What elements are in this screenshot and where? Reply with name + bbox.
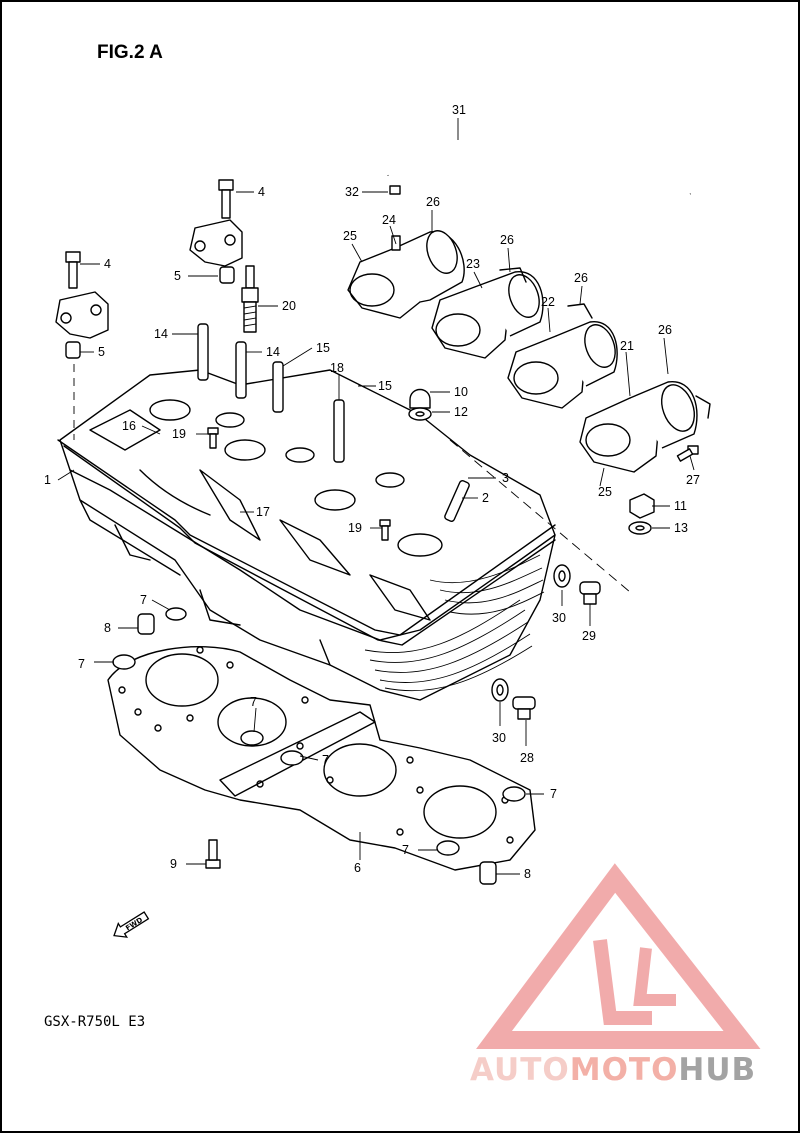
small-bolts-19 (207, 427, 391, 541)
callout-29: 29 (582, 629, 596, 643)
callout-9: 9 (170, 857, 177, 871)
model-code: GSX-R750L E3 (44, 1014, 145, 1030)
o-rings-7 (112, 607, 526, 856)
callout-31: 31 (452, 103, 466, 117)
callout-26: 26 (426, 195, 440, 209)
callout-5: 5 (174, 269, 181, 283)
dowels-8 (137, 613, 497, 885)
watermark-text: AUTOMOTOHUB (470, 1052, 756, 1088)
callout-6: 6 (354, 861, 361, 875)
watermark-auto: AUTO (470, 1052, 570, 1088)
callout-17: 17 (256, 505, 270, 519)
callout-21: 21 (620, 339, 634, 353)
callout-5: 5 (98, 345, 105, 359)
callout-30: 30 (492, 731, 506, 745)
callout-14: 14 (154, 327, 168, 341)
figure-title: FIG.2 A (97, 42, 163, 63)
vacuum-hose-31 (385, 120, 691, 251)
callout-10: 10 (454, 385, 468, 399)
callout-14: 14 (266, 345, 280, 359)
callout-24: 24 (382, 213, 396, 227)
callout-15: 15 (316, 341, 330, 355)
callout-25: 25 (343, 229, 357, 243)
stud-2 (444, 480, 470, 522)
callout-26: 26 (500, 233, 514, 247)
callout-12: 12 (454, 405, 468, 419)
cap-nut-10 (408, 388, 432, 421)
callout-19: 19 (172, 427, 186, 441)
nut-11-washer-13 (628, 493, 655, 535)
callout-26: 26 (658, 323, 672, 337)
callout-8: 8 (524, 867, 531, 881)
dowel-5 (65, 266, 235, 359)
callout-labels: 31 32 26 24 25 26 23 26 22 26 21 25 27 1… (44, 103, 700, 881)
spark-plug-20 (241, 265, 259, 333)
bolt-4 (65, 179, 234, 289)
watermark-hub: HUB (678, 1052, 756, 1088)
callout-3: 3 (502, 471, 509, 485)
callout-4: 4 (258, 185, 265, 199)
callout-16: 16 (122, 419, 136, 433)
callout-18: 18 (330, 361, 344, 375)
head-gasket-6 (107, 646, 536, 871)
cam-cap-left (55, 219, 243, 339)
intake-manifold-25-26 (347, 230, 465, 319)
hose-clamps-26 (499, 267, 711, 419)
washer-30-plug-29 (491, 564, 601, 720)
screw-27 (676, 445, 699, 462)
callout-7: 7 (550, 787, 557, 801)
callout-30: 30 (552, 611, 566, 625)
callout-2: 2 (482, 491, 489, 505)
callout-7: 7 (140, 593, 147, 607)
automotohub-watermark: AUTOMOTOHUB (470, 863, 761, 1088)
cylinder-head (57, 369, 556, 701)
fwd-label: FWD (124, 916, 144, 933)
callout-8: 8 (104, 621, 111, 635)
callout-28: 28 (520, 751, 534, 765)
intake-manifold-21 (579, 381, 698, 473)
callout-27: 27 (686, 473, 700, 487)
fwd-arrow-icon: FWD (113, 911, 150, 938)
callout-23: 23 (466, 257, 480, 271)
callout-7: 7 (402, 843, 409, 857)
watermark-moto: MOTO (570, 1052, 679, 1088)
callout-7: 7 (322, 753, 329, 767)
leader-lines (57, 118, 695, 875)
callout-25: 25 (598, 485, 612, 499)
intake-manifold-23 (431, 271, 544, 359)
callout-1: 1 (44, 473, 51, 487)
callout-15: 15 (378, 379, 392, 393)
callout-19: 19 (348, 521, 362, 535)
stud-14 (197, 323, 345, 463)
callout-7: 7 (250, 695, 257, 709)
callout-20: 20 (282, 299, 296, 313)
intake-manifold-22 (507, 321, 618, 409)
callout-4: 4 (104, 257, 111, 271)
callout-11: 11 (674, 499, 687, 513)
callout-32: 32 (345, 185, 359, 199)
callout-26: 26 (574, 271, 588, 285)
callout-13: 13 (674, 521, 688, 535)
assembly-dash-line (449, 439, 631, 593)
callout-7: 7 (78, 657, 85, 671)
bolt-9 (205, 839, 221, 869)
callout-22: 22 (541, 295, 555, 309)
